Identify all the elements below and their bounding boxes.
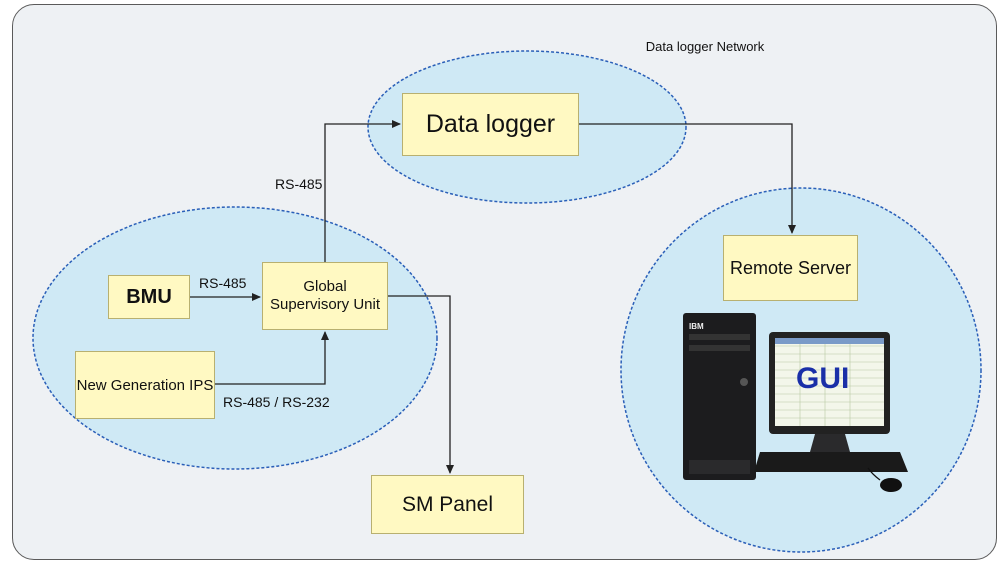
sm-panel-node: SM Panel bbox=[371, 475, 524, 534]
arrow-datalogger-to-remote bbox=[579, 123, 796, 234]
new-generation-ips-node: New Generation IPS bbox=[75, 351, 215, 419]
mouse bbox=[880, 478, 902, 492]
arrow-gsu-to-smpanel bbox=[388, 295, 454, 474]
gui-screen-label: GUI bbox=[796, 362, 850, 395]
remote-server-node: Remote Server bbox=[723, 235, 858, 301]
computer-tower bbox=[683, 313, 756, 480]
data-logger-node: Data logger bbox=[402, 93, 579, 156]
bmu-node: BMU bbox=[108, 275, 190, 319]
arrow-gsu-to-datalogger bbox=[324, 120, 401, 262]
monitor-screen bbox=[775, 338, 884, 426]
bmu-gsu-link-label: RS-485 bbox=[199, 275, 247, 291]
ibm-logo: IBM bbox=[689, 322, 704, 331]
computer-illustration bbox=[683, 313, 908, 492]
ips-gsu-link-label: RS-485 / RS-232 bbox=[223, 394, 330, 410]
local-network-ellipse bbox=[32, 206, 438, 470]
global-supervisory-unit-node: Global Supervisory Unit bbox=[262, 262, 388, 330]
arrow-ips-to-gsu bbox=[215, 331, 329, 385]
keyboard bbox=[754, 452, 908, 472]
network-label: Data logger Network bbox=[645, 39, 765, 54]
gsu-datalogger-link-label: RS-485 bbox=[275, 176, 323, 192]
